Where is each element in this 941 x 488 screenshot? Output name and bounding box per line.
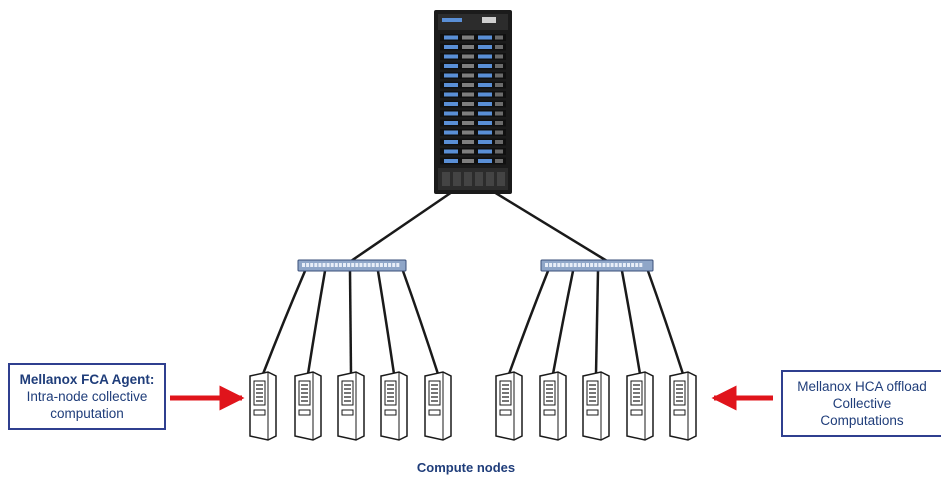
uplink-right-cable [493,190,608,263]
server-tower-icon [626,371,654,441]
server-cable [646,270,685,375]
server-group-right [495,371,697,441]
server-tower-icon [424,371,452,441]
server-cable [306,270,327,375]
hca-offload-line1: Mellanox HCA offload [797,379,927,394]
fca-agent-title: Mellanox FCA Agent: [19,372,155,387]
hca-offload-callout: Mellanox HCA offload Collective Computat… [781,370,941,437]
server-tower-icon [380,371,408,441]
fca-agent-callout: Mellanox FCA Agent: Intra-node collectiv… [8,363,166,430]
server-tower-icon [669,371,697,441]
server-tower-icon [539,371,567,441]
core-switch-chassis-icon [434,10,512,194]
server-cable [551,270,575,375]
server-tower-icon [582,371,610,441]
compute-nodes-caption: Compute nodes [416,460,516,475]
server-tower-icon [495,371,523,441]
uplink-cables [350,190,608,263]
server-tower-icon [249,371,277,441]
server-cable [401,270,440,375]
leaf-switch-icon [297,259,407,272]
server-tower-icon [294,371,322,441]
downlink-cables [261,270,685,375]
server-cable [594,270,600,375]
uplink-left-cable [350,190,453,263]
server-cable [261,270,307,375]
server-cable [376,270,396,375]
server-cable [348,270,353,375]
server-tower-icon [337,371,365,441]
hca-offload-line3: Computations [820,413,904,428]
server-cable [507,270,550,375]
fca-agent-line1: Intra-node collective [26,389,148,404]
server-group-left [249,371,452,441]
leaf-switch-icon [540,259,654,272]
hca-offload-line2: Collective [832,396,892,411]
server-cable [620,270,642,375]
fca-agent-line2: computation [50,406,124,421]
